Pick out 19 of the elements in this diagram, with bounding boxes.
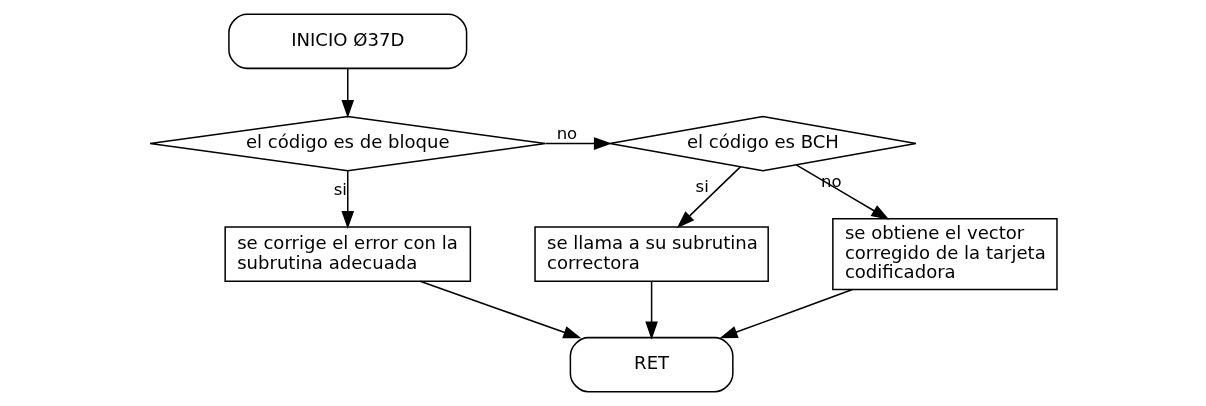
node-diamond: el código es BCH <box>608 115 917 172</box>
arrow <box>676 166 741 229</box>
node-box: se obtiene el vector corregido de la tarjeta codificadora <box>831 218 1058 291</box>
edge-label: no <box>556 123 577 143</box>
arrow <box>719 288 853 339</box>
node-box: se llama a su subrutina correctora <box>533 226 769 282</box>
arrow <box>340 68 354 119</box>
arrow <box>795 164 889 220</box>
arrow <box>544 137 612 150</box>
edge-label: si <box>333 179 347 199</box>
edge-label: no <box>820 171 842 191</box>
node-diamond: el código es de bloque <box>148 115 546 172</box>
edge-label: si <box>695 176 709 196</box>
arrow <box>340 170 354 230</box>
arrow <box>418 280 581 339</box>
arrow <box>644 280 658 340</box>
node-box: INICIO Ø37D <box>227 13 467 70</box>
node-box: RET <box>569 336 734 393</box>
node-box: se corrige el error con la subrutina adecuada <box>223 226 471 282</box>
